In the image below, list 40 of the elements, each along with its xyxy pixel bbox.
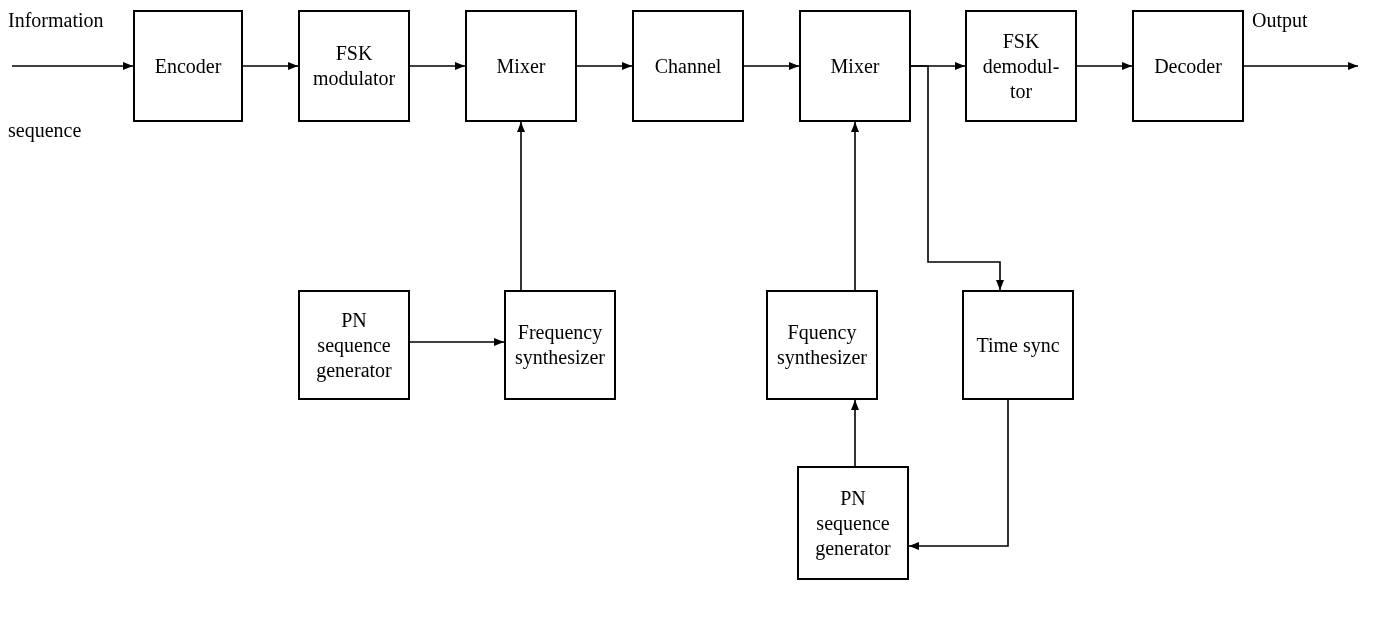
block-box	[504, 290, 616, 400]
block-label: FSK demodul-tor	[981, 28, 1061, 104]
block-box	[962, 290, 1074, 400]
arrow	[743, 62, 800, 70]
block-box	[797, 466, 909, 580]
arrow	[1243, 62, 1359, 70]
block-label: Mixer	[830, 53, 880, 79]
block-label: FSK modulator	[311, 41, 397, 91]
block-label: PN sequence generator	[315, 307, 393, 383]
block-label: PN sequence generator	[814, 485, 892, 561]
arrow	[851, 399, 859, 467]
block-label: Decoder	[1154, 53, 1222, 79]
signal-label: sequence	[8, 118, 82, 142]
block-label: Frequency synthesizer	[514, 320, 606, 370]
arrow	[910, 65, 1004, 291]
arrow	[576, 62, 633, 70]
block-box	[298, 290, 410, 400]
arrow	[242, 62, 299, 70]
block-box	[133, 10, 243, 122]
block-box	[965, 10, 1077, 122]
block-box	[632, 10, 744, 122]
arrow	[409, 338, 505, 346]
arrow	[1076, 62, 1133, 70]
arrow	[11, 62, 134, 70]
block-box	[766, 290, 878, 400]
block-label: Time sync	[976, 332, 1060, 358]
arrow	[908, 399, 1009, 550]
block-box	[298, 10, 410, 122]
block-label: Mixer	[496, 53, 546, 79]
block-box	[1132, 10, 1244, 122]
block-label: Encoder	[154, 53, 222, 79]
signal-label: Output	[1252, 8, 1308, 32]
arrow	[409, 62, 466, 70]
block-box	[465, 10, 577, 122]
arrow	[517, 121, 525, 291]
arrow	[851, 121, 859, 291]
block-box	[799, 10, 911, 122]
block-label: Fquency synthesizer	[776, 320, 868, 370]
block-label: Channel	[654, 53, 722, 79]
signal-label: Information	[8, 8, 104, 32]
